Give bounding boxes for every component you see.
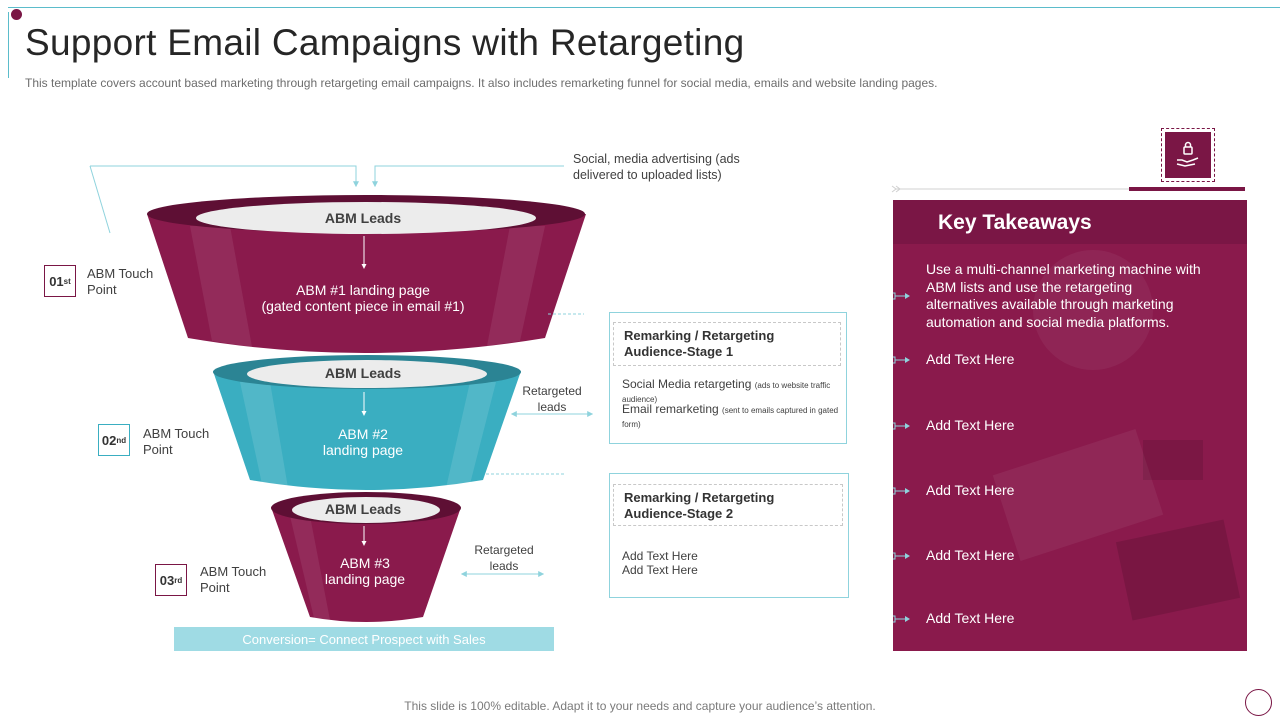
bullet-arrow-icon (893, 292, 910, 300)
bullet-arrow-icon (893, 552, 910, 560)
panel-texture (992, 250, 1241, 621)
funnel-stage-1-head: ABM Leads (324, 210, 402, 226)
funnel-stage-3-line2: landing page (324, 571, 406, 587)
bullet-arrow-icon (893, 422, 910, 430)
stage-2-item: Add Text Here (622, 563, 698, 577)
corner-circle (1245, 689, 1272, 716)
takeaway-item: Add Text Here (926, 482, 1015, 498)
connector-line (372, 165, 564, 188)
left-rule (8, 12, 9, 78)
stage-1-item: Email remarketing (sent to emails captur… (622, 402, 839, 430)
key-takeaways-panel: Key Takeaways Use a multi-channel market… (893, 200, 1247, 651)
page-title: Support Email Campaigns with Retargeting (25, 22, 745, 63)
footer-note: This slide is 100% editable. Adapt it to… (404, 699, 876, 713)
funnel-stage-2-line1: ABM #2 (338, 426, 388, 442)
stage-1-item: Social Media retargeting (ads to website… (622, 377, 831, 405)
panel-background (893, 200, 1247, 651)
conversion-bar: Conversion= Connect Prospect with Sales (174, 627, 554, 651)
key-takeaways-title: Key Takeaways (938, 211, 1092, 234)
takeaway-item: Add Text Here (926, 351, 1015, 367)
funnel-stage-3-line1: ABM #3 (340, 555, 390, 571)
panel-header (893, 200, 1247, 244)
connector-line (90, 165, 359, 188)
funnel-stage-1-line2: (gated content piece in email #1) (261, 298, 465, 314)
takeaway-item: Add Text Here (926, 417, 1015, 433)
bullet-arrow-icon (893, 615, 910, 623)
top-rule (8, 7, 1280, 8)
funnel-top-2 (247, 360, 487, 388)
icon-frame (1161, 128, 1215, 182)
hand-lock-icon (1165, 132, 1211, 178)
funnel-top-3 (292, 497, 440, 523)
funnel-stage-1-line1: ABM #1 landing page (296, 282, 430, 298)
bullet-arrow-icon (893, 356, 910, 364)
divider-line (891, 185, 1245, 193)
funnel-graphic (89, 165, 594, 622)
takeaway-item: Add Text Here (926, 547, 1015, 563)
funnel-stage-2-line2: landing page (322, 442, 404, 458)
funnel-stage-3-head: ABM Leads (324, 501, 402, 517)
funnel-stage-2-head: ABM Leads (324, 365, 402, 381)
takeaway-item: Add Text Here (926, 610, 1015, 626)
accent-dot (11, 9, 22, 20)
funnel-top-1 (196, 202, 536, 234)
connector-line (89, 165, 111, 234)
funnel-stage-2 (213, 371, 521, 490)
key-takeaways-intro: Use a multi-channel marketing machine wi… (926, 261, 1201, 330)
page-subtitle: This template covers account based marke… (25, 76, 938, 90)
funnel-stage-1 (147, 214, 586, 353)
funnel-stage-3 (271, 507, 461, 622)
stage-2-item: Add Text Here (622, 549, 698, 563)
bullet-arrow-icon (893, 487, 910, 495)
